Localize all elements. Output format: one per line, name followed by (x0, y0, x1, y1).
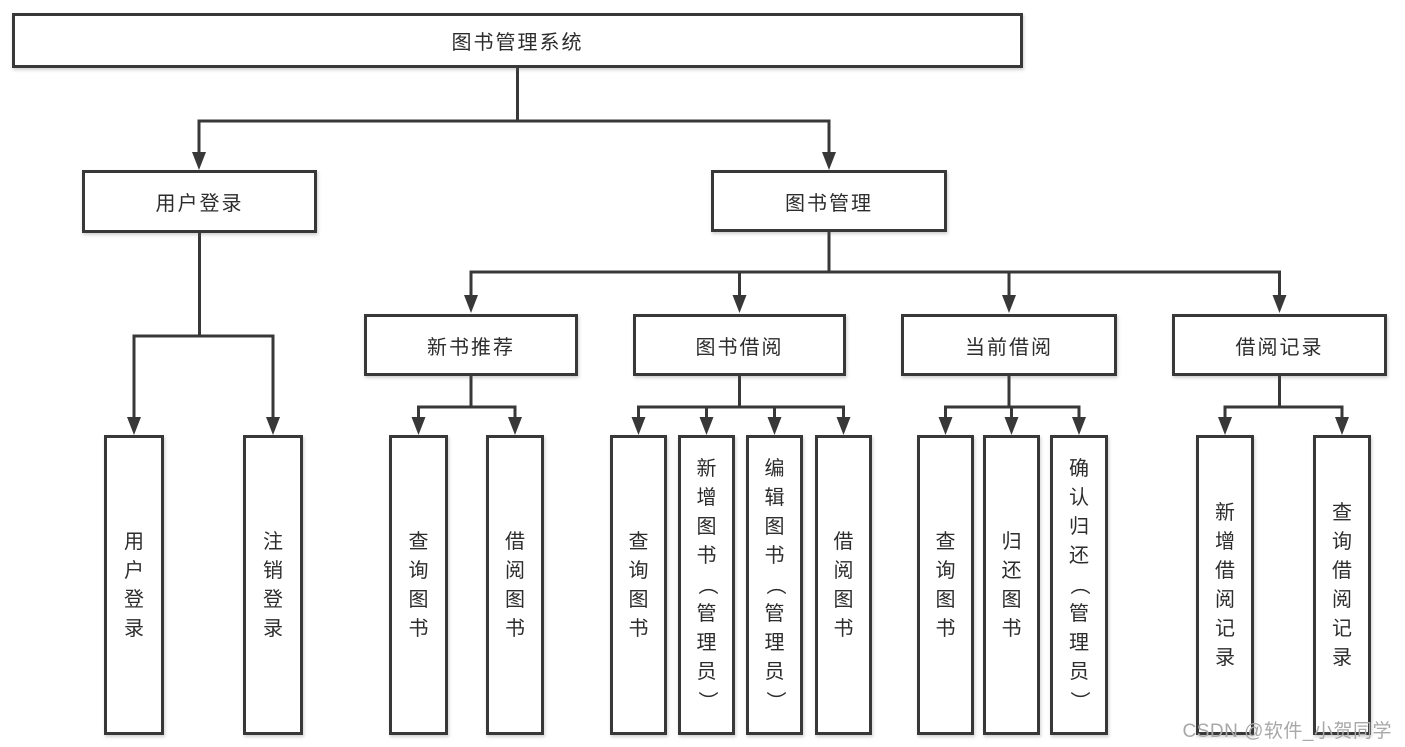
node-current-borrowing: 当前借阅 (901, 314, 1117, 376)
leaf-borrow-borrow-books: 借阅图书 (815, 435, 872, 735)
leaf-recommend-borrow-books: 借阅图书 (486, 435, 544, 735)
node-book-management: 图书管理 (711, 170, 947, 232)
node-library-management-system: 图书管理系统 (12, 13, 1023, 68)
leaf-recommend-query-books: 查询图书 (389, 435, 448, 735)
leaf-current-query-books: 查询图书 (917, 435, 974, 735)
leaf-logout: 注销登录 (243, 435, 303, 735)
leaf-records-query-borrow-record: 查询借阅记录 (1313, 435, 1371, 735)
node-borrowing-records: 借阅记录 (1172, 314, 1387, 376)
node-book-borrowing: 图书借阅 (633, 314, 846, 376)
leaf-current-confirm-return-admin: 确认归还（管理员） (1050, 435, 1108, 735)
connector-edges (132, 66, 1344, 420)
leaf-records-add-borrow-record: 新增借阅记录 (1196, 435, 1254, 735)
leaf-borrow-add-books-admin: 新增图书（管理员） (678, 435, 735, 735)
node-user-login: 用户登录 (82, 170, 317, 233)
csdn-watermark: CSDN @软件_小贺同学 (1182, 721, 1392, 742)
leaf-current-return-books: 归还图书 (983, 435, 1040, 735)
node-new-book-recommendation: 新书推荐 (364, 314, 578, 376)
leaf-borrow-edit-books-admin: 编辑图书（管理员） (746, 435, 803, 735)
leaf-user-login: 用户登录 (104, 435, 164, 735)
leaf-borrow-query-books: 查询图书 (610, 435, 667, 735)
